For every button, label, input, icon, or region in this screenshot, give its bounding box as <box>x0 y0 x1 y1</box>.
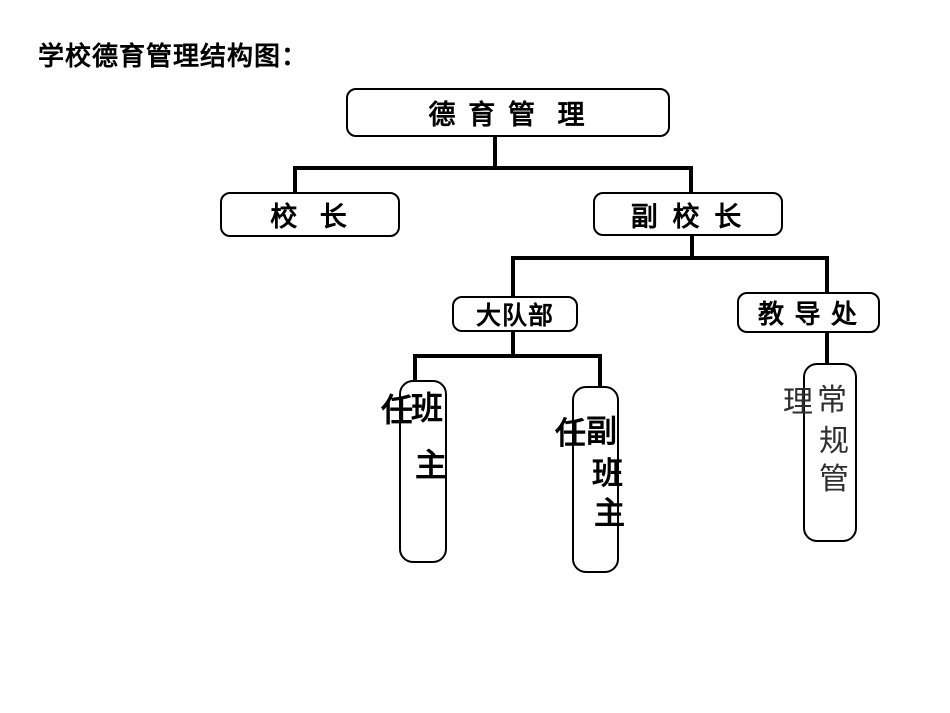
connector-level1-horizontal <box>293 166 693 170</box>
connector-to-head-teacher <box>413 354 417 382</box>
connector-to-routine-management <box>825 331 829 365</box>
routine-management-char-3: 管 <box>819 463 849 496</box>
node-principal: 校 长 <box>220 192 400 237</box>
routine-management-char-1: 常 <box>817 384 847 417</box>
connector-to-deputy-head-teacher <box>598 354 602 388</box>
node-moral-education-management: 德 育 管 理 <box>346 88 670 137</box>
node-routine-management-box <box>803 363 857 542</box>
connector-to-vice-principal <box>689 166 693 194</box>
connector-root-stub <box>493 137 497 168</box>
node-vice-principal-label: 副 校 长 <box>630 201 746 232</box>
connector-vice-principal-stub <box>690 234 694 260</box>
node-guidance-office: 教 导 处 <box>737 292 880 333</box>
routine-management-side-char: 理 <box>783 386 813 419</box>
diagram-title: 学校德育管理结构图： <box>38 42 309 71</box>
deputy-head-teacher-char-2: 班 <box>592 456 623 491</box>
node-deputy-head-teacher-box <box>572 386 619 573</box>
node-vice-principal: 副 校 长 <box>593 192 783 236</box>
node-moral-education-management-label: 德 育 管 理 <box>428 100 588 130</box>
connector-level2-horizontal <box>511 256 829 260</box>
deputy-head-teacher-char-3: 主 <box>594 496 625 531</box>
node-guidance-office-label: 教 导 处 <box>757 300 859 329</box>
connector-level3-horizontal <box>413 354 602 358</box>
deputy-head-teacher-char-1: 副 <box>586 414 617 449</box>
routine-management-char-2: 规 <box>819 425 849 458</box>
connector-to-principal <box>293 166 297 194</box>
head-teacher-side-char: 任 <box>381 392 414 428</box>
deputy-head-teacher-side-char: 任 <box>555 416 586 451</box>
connector-brigade-stub <box>511 330 515 358</box>
node-head-teacher-box <box>399 380 447 563</box>
node-principal-label: 校 长 <box>270 202 350 232</box>
head-teacher-char-2: 主 <box>415 447 448 483</box>
node-brigade-department-label: 大队部 <box>475 303 554 330</box>
head-teacher-char-1: 班 <box>411 390 444 426</box>
connector-to-guidance-office <box>825 256 829 294</box>
connector-to-brigade <box>511 256 515 298</box>
node-brigade-department: 大队部 <box>452 296 578 332</box>
